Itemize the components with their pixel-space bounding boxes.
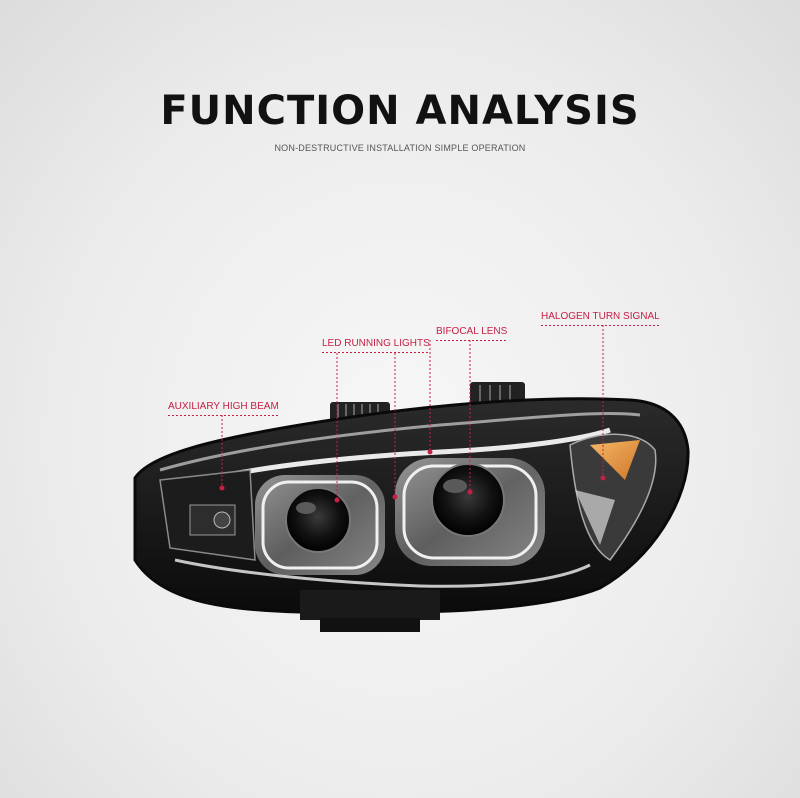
callout-halogen-turn-signal: HALOGEN TURN SIGNAL	[541, 311, 660, 326]
left-projector	[255, 475, 385, 575]
callout-lines	[221, 325, 604, 500]
page-subtitle: NON-DESTRUCTIVE INSTALLATION SIMPLE OPER…	[274, 143, 526, 153]
auxiliary-high-beam-module	[159, 469, 256, 561]
callout-led-running-lights: LED RUNNING LIGHTS	[322, 338, 430, 353]
callout-auxiliary-high-beam: AUXILIARY HIGH BEAM	[168, 401, 279, 416]
led-running-light-lower	[174, 558, 591, 588]
lower-mounting-bracket	[300, 590, 440, 632]
page-title: FUNCTION ANALYSIS	[160, 88, 640, 134]
callout-bifocal-lens: BIFOCAL LENS	[436, 326, 508, 341]
outer-lens-highlight	[159, 411, 641, 472]
right-projector-bifocal-lens	[395, 458, 545, 566]
callout-dots	[219, 449, 606, 503]
